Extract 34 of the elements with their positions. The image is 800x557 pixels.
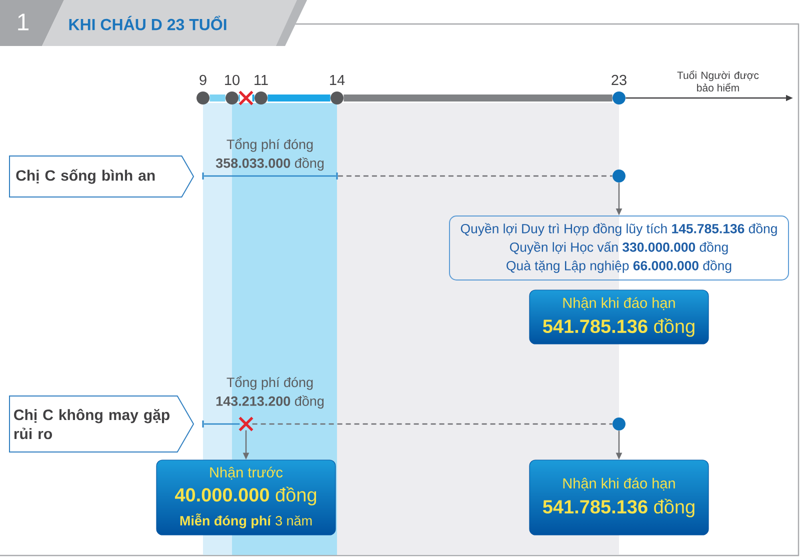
dot <box>612 418 626 430</box>
age-label: 10 <box>225 74 240 86</box>
age-label: 9 <box>200 74 206 86</box>
label-box: Chị C sống bình an <box>9 156 194 198</box>
benefit-box: Quyền lợi Duy trì Hợp đồng lũy tích 145.785.136 đồng Quyền lợi Học vấn 330.000.000 đồng Quà tặng Lập nghiệp 66.000.000 đồng <box>449 216 789 280</box>
dashed-line <box>252 423 612 425</box>
tick-mark <box>336 172 338 180</box>
cross-mark <box>238 90 254 106</box>
dot <box>612 170 626 182</box>
premium-label: Tổng phí đóng <box>226 376 313 390</box>
payout-box: Nhận trước 40.000.000 đồng Miễn đóng phí 3 năm <box>156 460 336 536</box>
timeline-bar <box>252 94 254 102</box>
cross-mark <box>238 416 254 432</box>
dashed-line <box>338 175 612 177</box>
tick-mark <box>202 420 204 428</box>
premium-label: Tổng phí đóng <box>226 138 313 152</box>
payout-box: Nhận khi đáo hạn 541.785.136 đồng <box>529 290 709 344</box>
age-label: 11 <box>254 75 268 85</box>
timeline-bar <box>344 94 612 102</box>
title: KHI CHÁU D 23 TUỔI <box>69 16 226 30</box>
timeline-bar <box>238 94 240 102</box>
timeline-bar <box>268 94 330 102</box>
payout-box: Nhận khi đáo hạn 541.785.136 đồng <box>529 460 709 536</box>
connector-line <box>204 175 336 177</box>
timeline-bar <box>210 94 226 102</box>
connector-line <box>204 423 240 425</box>
age-label: 14 <box>330 75 345 85</box>
premium-amount: 358.033.000 đồng <box>216 157 324 171</box>
axis-label: Tuổi Người được bảo hiểm <box>677 70 759 92</box>
premium-amount: 143.213.200 đồng <box>216 395 324 409</box>
section-number: 1 <box>18 14 28 30</box>
age-label: 23 <box>612 74 626 86</box>
label-box: Chị C không may gặp rủi ro <box>9 396 194 452</box>
tick-mark <box>202 172 204 180</box>
